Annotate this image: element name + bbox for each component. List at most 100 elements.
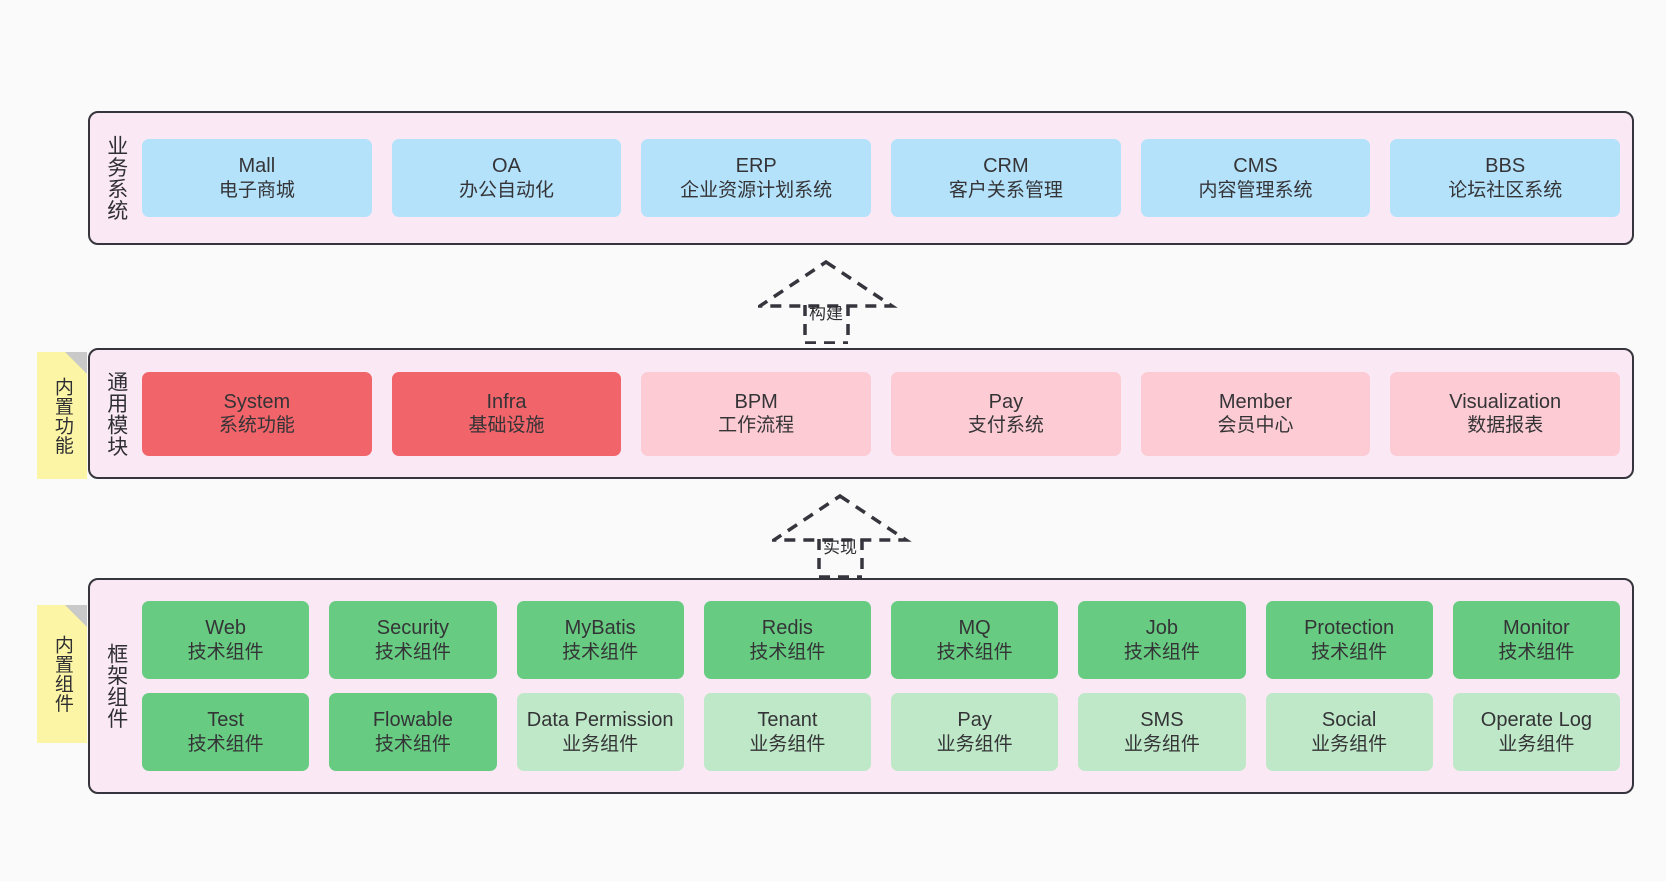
- business-system-subtitle: 企业资源计划系统: [680, 179, 833, 201]
- business-system-subtitle: 内容管理系统: [1198, 179, 1313, 201]
- general-module-subtitle: 基础设施: [468, 415, 545, 437]
- sticky-note-builtin-component-label: 内置组件: [51, 635, 73, 713]
- layer-business-system-label: 业务系统: [104, 135, 128, 221]
- framework-component-subtitle: 技术组件: [1123, 641, 1200, 663]
- sticky-fold-corner-icon: [65, 605, 87, 627]
- business-system-subtitle: 办公自动化: [459, 179, 555, 201]
- framework-component-subtitle: 技术组件: [749, 641, 826, 663]
- general-module-title: Infra: [486, 390, 527, 413]
- general-module-title: Visualization: [1449, 390, 1562, 413]
- framework-component-subtitle: 技术组件: [936, 641, 1013, 663]
- framework-component-title: Operate Log: [1480, 709, 1592, 732]
- framework-component-title: Flowable: [372, 709, 453, 732]
- general-module-title: System: [223, 390, 291, 413]
- framework-component-subtitle: 业务组件: [1498, 733, 1575, 755]
- framework-component-subtitle: 技术组件: [562, 641, 639, 663]
- layer-framework-component-label: 框架组件: [104, 643, 128, 729]
- connector-build-label: 构建: [809, 304, 843, 323]
- framework-component-title: Security: [376, 617, 449, 640]
- framework-component-title: Social: [1321, 709, 1377, 732]
- framework-component-title: Data Permission: [526, 709, 674, 732]
- business-system-title: BBS: [1485, 155, 1526, 178]
- framework-component-subtitle: 技术组件: [1311, 641, 1388, 663]
- framework-component-title: Redis: [761, 617, 813, 640]
- framework-component-title: Test: [207, 709, 244, 732]
- framework-component-subtitle: 业务组件: [1123, 733, 1200, 755]
- framework-component-title: SMS: [1140, 709, 1184, 732]
- framework-component-title: Pay: [957, 709, 992, 732]
- framework-component-title: Job: [1145, 617, 1178, 640]
- framework-component-subtitle: 业务组件: [1311, 733, 1388, 755]
- framework-component-title: Protection: [1304, 617, 1395, 640]
- framework-component-title: MQ: [958, 617, 991, 640]
- general-module-title: Pay: [988, 390, 1024, 413]
- business-system-subtitle: 客户关系管理: [948, 179, 1063, 201]
- general-module-subtitle: 工作流程: [718, 415, 795, 437]
- framework-component-subtitle: 业务组件: [562, 733, 639, 755]
- framework-component-subtitle: 技术组件: [1498, 641, 1575, 663]
- framework-component-title: Web: [205, 617, 246, 640]
- business-system-title: CMS: [1233, 155, 1278, 178]
- general-module-title: Member: [1218, 390, 1293, 413]
- framework-component-title: Tenant: [757, 709, 818, 732]
- sticky-note-builtin-component: 内置组件: [37, 605, 87, 743]
- layer-general-module-label: 通用模块: [104, 370, 128, 457]
- general-module-subtitle: 数据报表: [1467, 415, 1544, 437]
- business-system-title: Mall: [238, 155, 276, 178]
- general-module-title: BPM: [734, 390, 778, 413]
- business-system-subtitle: 论坛社区系统: [1448, 179, 1563, 201]
- framework-component-title: MyBatis: [564, 617, 636, 640]
- framework-component-subtitle: 业务组件: [936, 733, 1013, 755]
- framework-component-subtitle: 技术组件: [187, 641, 264, 663]
- connector-implement: 实现: [772, 492, 912, 578]
- business-system-title: ERP: [735, 155, 777, 178]
- framework-component-subtitle: 业务组件: [749, 733, 826, 755]
- framework-component-title: Monitor: [1503, 617, 1570, 640]
- sticky-fold-corner-icon: [65, 352, 87, 374]
- connector-implement-label: 实现: [823, 538, 857, 557]
- business-system-title: CRM: [983, 155, 1029, 178]
- sticky-note-builtin-feature-label: 内置功能: [51, 376, 73, 455]
- framework-component-subtitle: 技术组件: [374, 733, 451, 755]
- framework-component-subtitle: 技术组件: [374, 641, 451, 663]
- general-module-subtitle: 系统功能: [218, 415, 295, 437]
- framework-component-subtitle: 技术组件: [187, 733, 264, 755]
